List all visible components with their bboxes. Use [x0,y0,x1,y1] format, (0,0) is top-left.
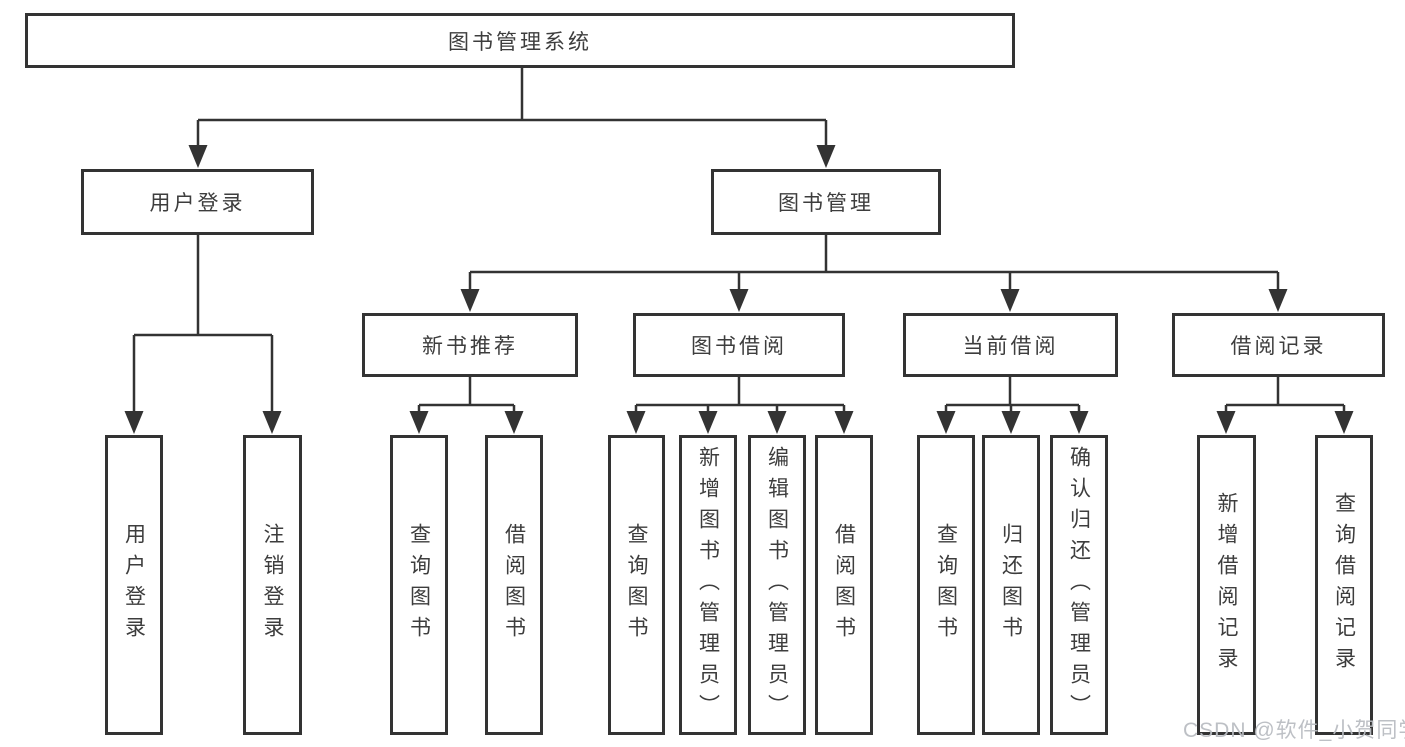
connector-book-borrowing [634,377,846,413]
arrow-icon [834,411,854,434]
arrow-icon [409,411,429,434]
connector-user-login [132,235,274,413]
node-new-book-recommendation: 新书推荐 [362,313,578,377]
leaf-current-return-books: 归还图书 [982,435,1040,735]
csdn-watermark: CSDN @软件_小贺同学 [1183,719,1405,742]
leaf-label: 注销登录 [261,523,284,647]
leaf-current-query-books: 查询图书 [917,435,975,735]
connector-root [196,68,828,147]
arrow-icon [626,411,646,434]
arrow-icon [729,289,749,312]
leaf-label: 新增借阅记录 [1215,492,1238,678]
node-book-borrowing: 图书借阅 [633,313,845,377]
arrow-icon [936,411,956,434]
leaf-label: 查询借阅记录 [1332,492,1356,678]
node-library-system: 图书管理系统 [25,13,1015,68]
leaf-logout: 注销登录 [243,435,302,735]
leaf-label: 归还图书 [999,523,1023,647]
arrow-icon [698,411,718,434]
node-borrowing-records: 借阅记录 [1172,313,1385,377]
arrow-icon [1216,411,1236,434]
leaf-label: 借阅图书 [502,523,526,647]
leaf-label: 查询图书 [934,523,958,647]
leaf-current-confirm-return-admin: 确认归还（管理员） [1050,435,1108,735]
leaf-user-login: 用户登录 [105,435,163,735]
leaf-label: 借阅图书 [832,523,856,647]
arrow-icon [504,411,524,434]
node-current-borrowing: 当前借阅 [903,313,1118,377]
arrow-icon [1268,289,1288,312]
leaf-records-add-record: 新增借阅记录 [1197,435,1256,735]
connector-borrowing-records [1224,377,1346,413]
connector-current-borrowing [944,377,1081,413]
arrow-icon [262,411,282,434]
node-user-login: 用户登录 [81,169,314,235]
arrow-icon [460,289,480,312]
arrow-icon [1334,411,1354,434]
leaf-label: 查询图书 [625,523,648,647]
connector-new-book-recommendation [417,377,516,413]
leaf-borrow-borrow-books: 借阅图书 [815,435,873,735]
arrow-icon [816,145,836,168]
leaf-records-query-record: 查询借阅记录 [1315,435,1373,735]
leaf-newbook-borrow-books: 借阅图书 [485,435,543,735]
leaf-label: 用户登录 [122,523,146,647]
node-book-management: 图书管理 [711,169,941,235]
leaf-label: 确认归还（管理员） [1067,445,1091,725]
arrow-icon [1000,289,1020,312]
leaf-label: 新增图书（管理员） [696,445,720,725]
arrow-icon [124,411,144,434]
leaf-borrow-edit-books-admin: 编辑图书（管理员） [748,435,806,735]
arrowheads [124,145,1354,434]
arrow-icon [188,145,208,168]
arrow-icon [1069,411,1089,434]
connector-book-management [468,235,1280,291]
arrow-icon [1001,411,1021,434]
leaf-borrow-query-books: 查询图书 [608,435,665,735]
leaf-label: 编辑图书（管理员） [765,445,789,725]
arrow-icon [767,411,787,434]
leaf-borrow-add-books-admin: 新增图书（管理员） [679,435,737,735]
leaf-newbook-query-books: 查询图书 [390,435,448,735]
leaf-label: 查询图书 [407,523,431,647]
